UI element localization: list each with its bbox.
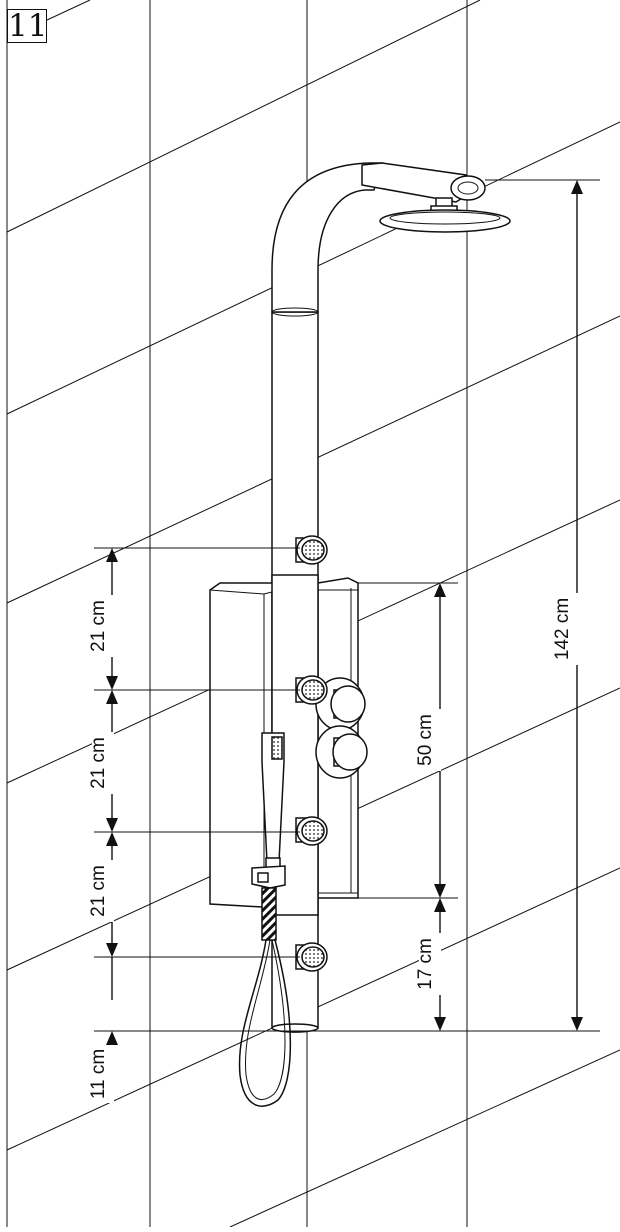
thermostat-knob-lower bbox=[315, 725, 368, 779]
label-total-height: 142 cm bbox=[552, 598, 573, 660]
hand-shower bbox=[251, 732, 286, 889]
step-number-badge: 11 bbox=[7, 8, 48, 44]
label-jet-spacing-3: 21 cm bbox=[88, 865, 109, 917]
extension-lines bbox=[94, 179, 600, 1032]
label-jet-spacing-1: 21 cm bbox=[88, 600, 109, 652]
dimension-labels: 21 cm 21 cm 21 cm 11 cm 50 cm 17 cm 142 … bbox=[88, 593, 578, 1103]
label-panel-height: 50 cm bbox=[415, 714, 436, 766]
label-bottom-jet-to-end: 11 cm bbox=[88, 1049, 109, 1099]
body-jet-2 bbox=[295, 675, 328, 705]
body-jet-4 bbox=[295, 942, 328, 972]
body-jet-1 bbox=[295, 535, 328, 565]
thermostat-knob-upper bbox=[315, 677, 366, 731]
shower-hose bbox=[238, 887, 292, 1107]
body-jet-3 bbox=[295, 816, 328, 846]
label-jet-spacing-2: 21 cm bbox=[88, 737, 109, 789]
label-panel-to-bottom: 17 cm bbox=[415, 938, 436, 990]
